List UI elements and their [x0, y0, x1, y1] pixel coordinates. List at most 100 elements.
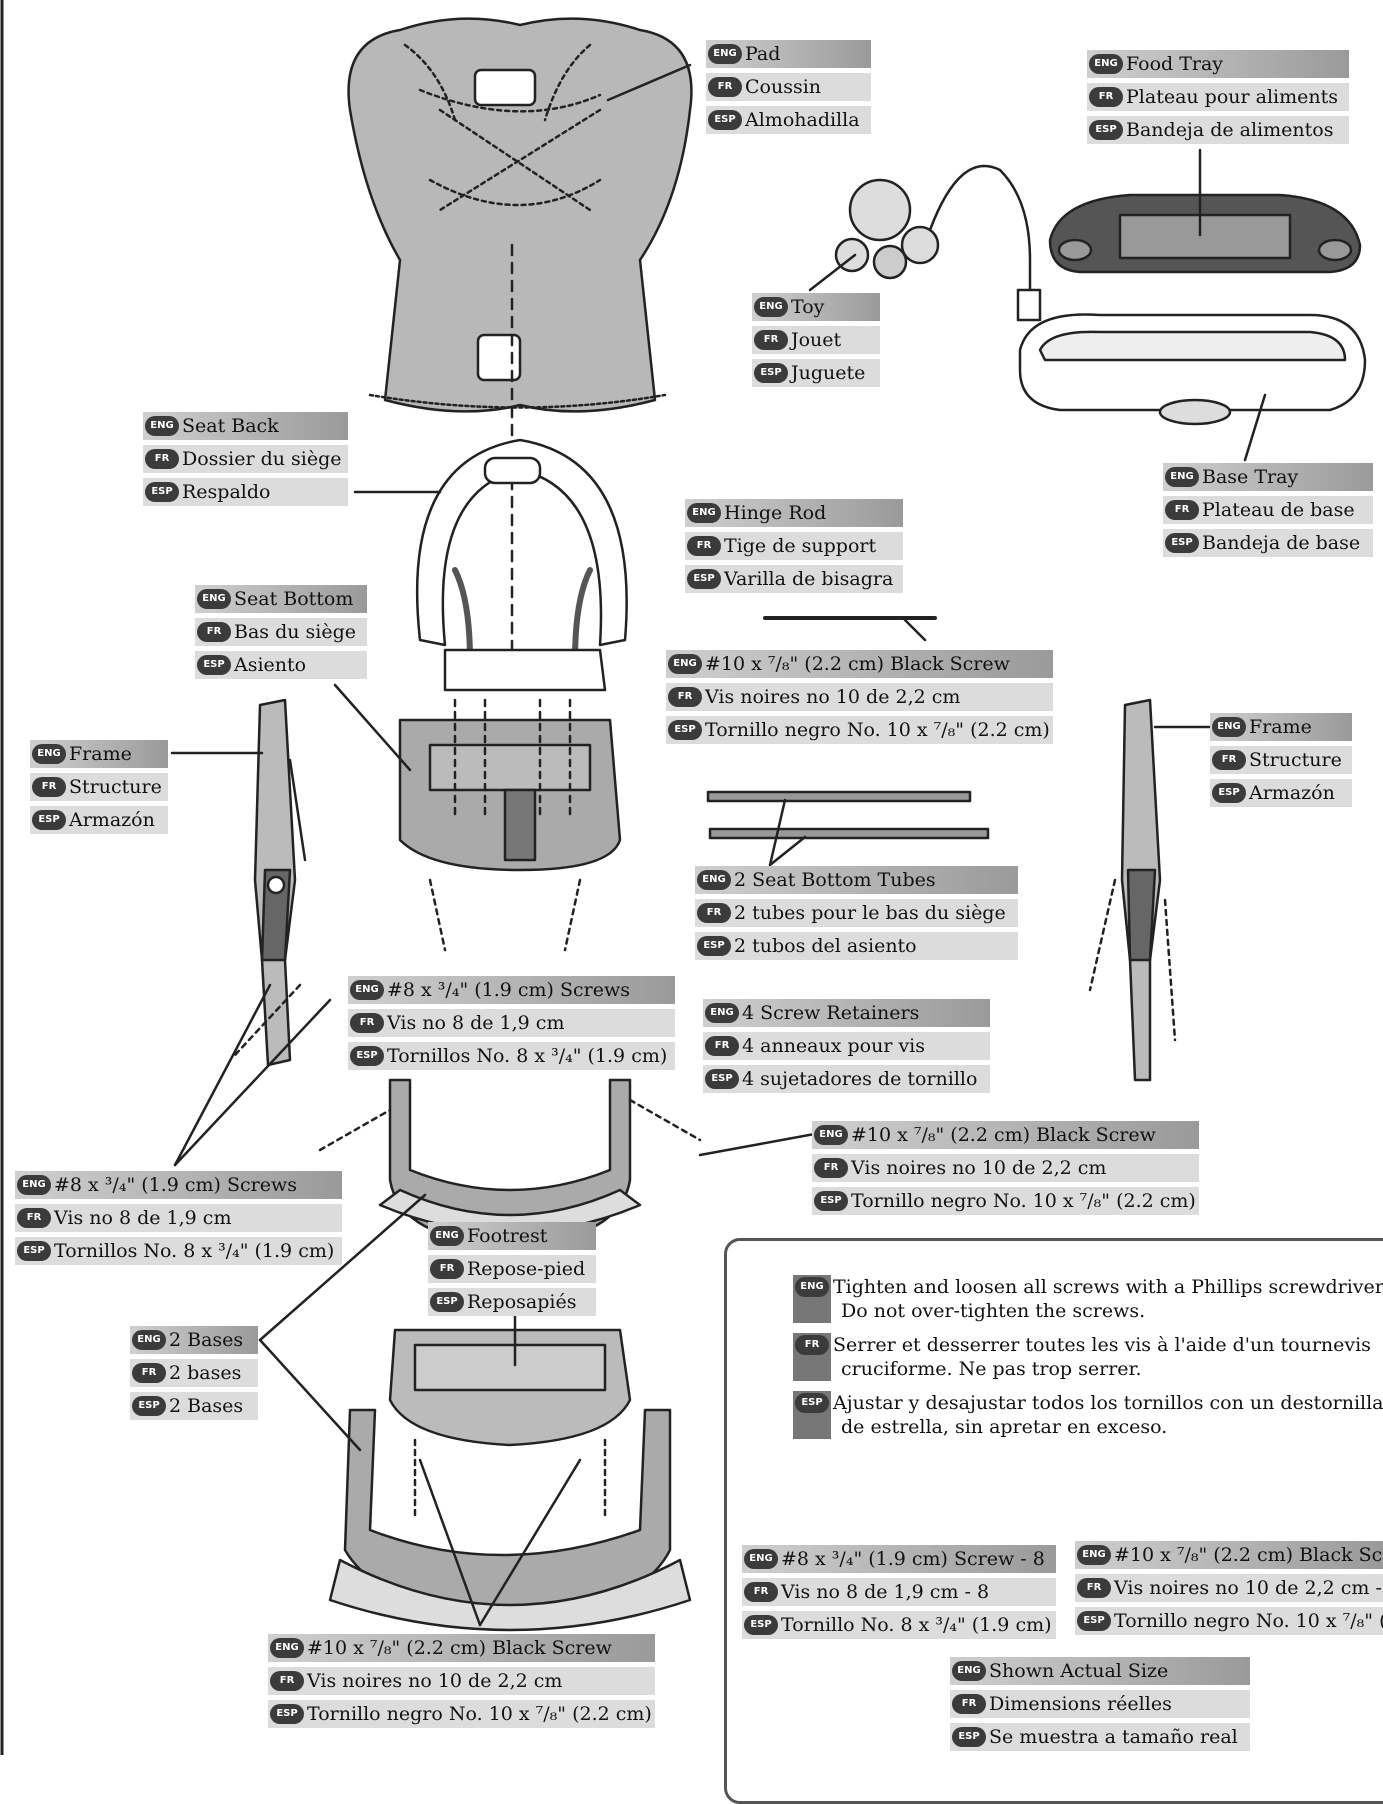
esp-badge: ESP — [952, 1727, 986, 1747]
eng-badge: ENG — [814, 1125, 848, 1145]
esp-badge: ESP — [1089, 120, 1123, 140]
eng-badge: ENG — [708, 44, 742, 64]
screw-10-c-label-en: ENG#10 x ⁷/₈" (2.2 cm) Black Screw — [268, 1634, 655, 1662]
eng-badge: ENG — [270, 1638, 304, 1658]
lower-base-part — [328, 1408, 692, 1632]
screw-8-center-label-en: ENG#8 x ³/₄" (1.9 cm) Screws — [348, 976, 675, 1004]
pad-leader — [606, 63, 692, 102]
fr-badge: FR — [795, 1335, 829, 1355]
screw-8-count-en: ENG#8 x ³/₄" (1.9 cm) Screw - 8 — [742, 1545, 1056, 1573]
seat-bottom-part — [398, 698, 622, 952]
fr-badge: FR — [132, 1363, 166, 1383]
eng-badge: ENG — [754, 297, 788, 317]
esp-badge: ESP — [754, 363, 788, 383]
esp-badge: ESP — [430, 1292, 464, 1312]
fr-badge: FR — [1089, 87, 1123, 107]
screw-10-count-label: ENG#10 x ⁷/₈" (2.2 cm) Black Screw FRVis… — [1075, 1541, 1383, 1640]
eng-badge: ENG — [744, 1549, 778, 1569]
fr-badge: FR — [1077, 1578, 1111, 1598]
esp-badge: ESP — [132, 1396, 166, 1416]
footrest-part — [388, 1328, 632, 1447]
esp-badge: ESP — [687, 569, 721, 589]
fr-badge: FR — [270, 1671, 304, 1691]
eng-badge: ENG — [132, 1330, 166, 1350]
fr-badge: FR — [668, 687, 702, 707]
eng-badge: ENG — [1089, 54, 1123, 74]
esp-badge: ESP — [814, 1191, 848, 1211]
frame-left-part — [253, 698, 307, 1067]
tube-2 — [708, 827, 990, 840]
pad-part — [347, 17, 693, 413]
fr-badge: FR — [697, 903, 731, 923]
fr-badge: FR — [145, 449, 179, 469]
eng-badge: ENG — [145, 416, 179, 436]
fr-badge: FR — [687, 536, 721, 556]
screw-8-left-label-en: ENG#8 x ³/₄" (1.9 cm) Screws — [15, 1171, 342, 1199]
eng-badge: ENG — [17, 1175, 51, 1195]
fr-badge: FR — [705, 1036, 739, 1056]
eng-badge: ENG — [687, 503, 721, 523]
fr-badge: FR — [1165, 500, 1199, 520]
esp-badge: ESP — [350, 1046, 384, 1066]
fr-badge: FR — [744, 1582, 778, 1602]
eng-badge: ENG — [705, 1003, 739, 1023]
esp-badge: ESP — [744, 1615, 778, 1635]
esp-badge: ESP — [1165, 533, 1199, 553]
base-tray-part — [1018, 313, 1367, 426]
fr-badge: FR — [17, 1208, 51, 1228]
eng-badge: ENG — [952, 1661, 986, 1681]
esp-badge: ESP — [697, 936, 731, 956]
esp-badge: ESP — [197, 655, 231, 675]
eng-badge: ENG — [668, 654, 702, 674]
fr-badge: FR — [754, 330, 788, 350]
food-tray-part — [1048, 193, 1362, 274]
